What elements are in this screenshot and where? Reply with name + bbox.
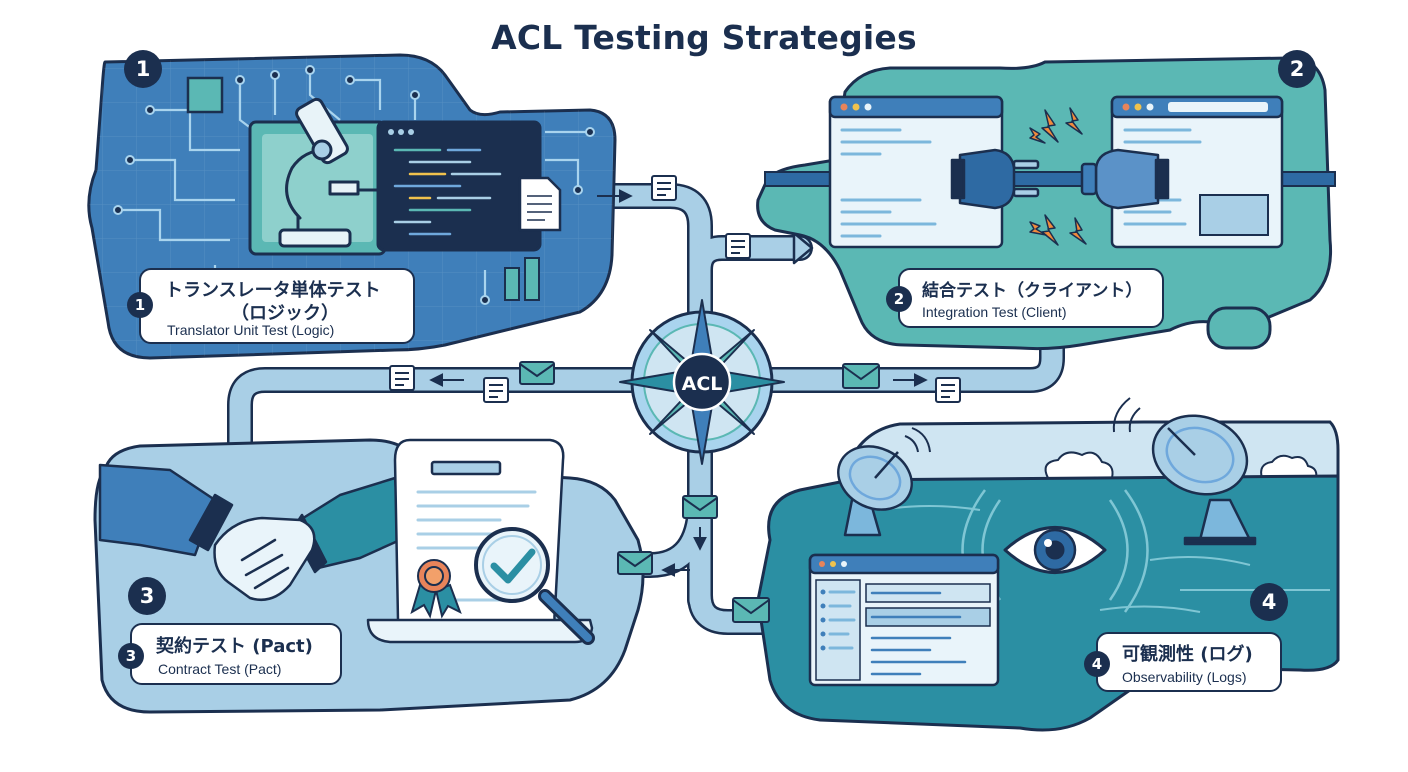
card-title-jp: トランスレータ単体テスト [165,280,381,301]
hub-label: ACL [682,373,723,395]
microscope-icon [278,97,382,248]
card-title-jp-line2: （ロジック） [231,303,339,324]
microscope-monitor [248,97,387,256]
bar-blocks-icon [504,257,540,301]
label-card-observability: 4 可観測性 (ログ) Observability (Logs) [1084,632,1282,692]
section-badge-3: 3 [128,577,166,615]
doc-icon [389,365,415,391]
section-badge-2: 2 [1278,50,1316,88]
log-viewer-window [808,553,1000,687]
card-title-jp: 契約テスト (Pact) [156,636,313,657]
doc-icon [725,233,751,259]
satellite-dish-left-icon [837,427,931,537]
card-title-en: Translator Unit Test (Logic) [167,322,335,338]
card-title-jp: 可観測性 (ログ) [1122,644,1253,665]
page-title: ACL Testing Strategies [491,18,917,57]
envelope-icon [617,551,653,575]
doc-icon [651,175,677,201]
doc-icon [935,377,961,403]
flow-arrows [429,189,928,577]
envelope-icon [842,363,880,389]
envelope-icon [732,597,770,623]
plug-connector-icon [950,148,1170,210]
card-number: 1 [127,292,153,318]
document-icon [518,176,562,232]
chip-icon [186,76,224,114]
eye-icon [961,489,1149,613]
section-badge-4: 4 [1250,583,1288,621]
envelope-icon [682,495,718,519]
cloud-icons [1044,451,1318,479]
magnifier-check-icon [474,527,595,645]
doc-icon [483,377,509,403]
satellite-dish-right-icon [1112,397,1257,546]
card-number: 2 [886,286,912,312]
acl-hub: ACL [619,299,785,465]
browser-window-right [1110,95,1284,249]
label-card-contract-test: 3 契約テスト (Pact) Contract Test (Pact) [118,623,342,685]
seal-badge-icon [410,559,462,619]
spark-icons [1029,107,1087,246]
arrowhead-to-integration [792,231,814,265]
envelope-icon [519,361,555,385]
code-editor-window [376,120,542,252]
browser-window-left [828,95,1004,249]
label-card-translator-unit-test: 1 トランスレータ単体テスト （ロジック） Translator Unit Te… [127,268,415,344]
card-title-en: Contract Test (Pact) [158,661,282,677]
card-number: 3 [118,643,144,669]
card-title-jp: 結合テスト（クライアント） [922,281,1143,301]
card-title-en: Observability (Logs) [1122,669,1247,685]
label-card-integration-test: 2 結合テスト（クライアント） Integration Test (Client… [886,268,1164,328]
decorative-pill [1206,306,1272,350]
handshake-icon [98,463,402,602]
section-badge-1: 1 [124,50,162,88]
message-flow-icons [389,175,961,623]
card-number: 4 [1084,651,1110,677]
card-title-en: Integration Test (Client) [922,304,1067,320]
